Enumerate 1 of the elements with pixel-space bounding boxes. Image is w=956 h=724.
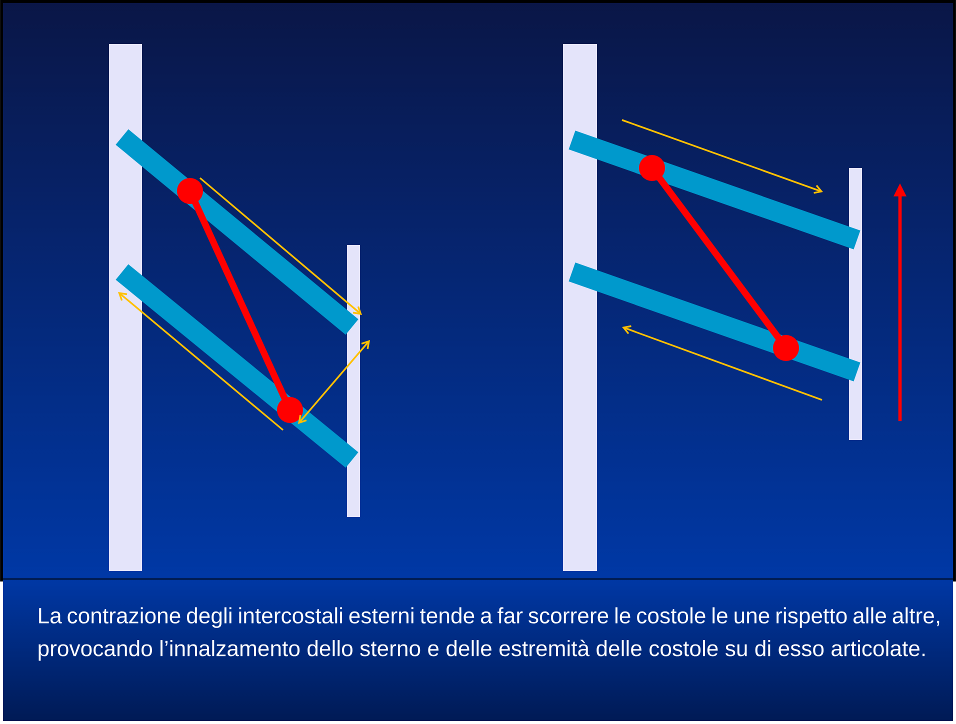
- caption: La contrazione degli intercostali esterni tende a far scorrere le costole le une rispetto alle altre, provocando l’innalzamento dello sterno e delle estremità delle costole su di esso articolate.: [38, 607, 940, 661]
